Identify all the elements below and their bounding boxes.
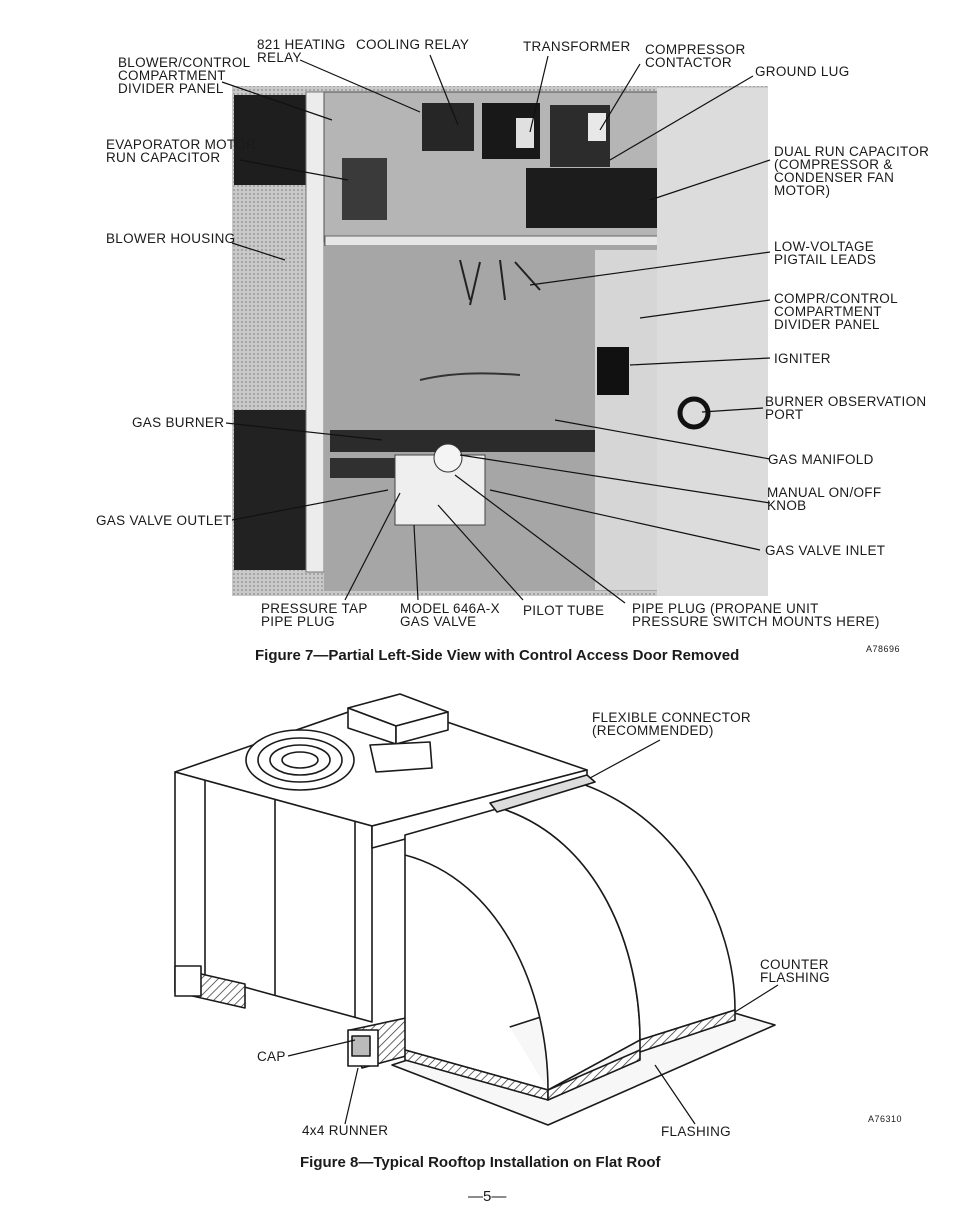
label-gas-valve-outlet: GAS VALVE OUTLET — [96, 513, 232, 528]
figure-7-code: A78696 — [866, 644, 901, 654]
figure-8-caption: Figure 8—Typical Rooftop Installation on… — [300, 1154, 661, 1171]
label-runner: 4x4 RUNNER — [302, 1123, 389, 1138]
label-blower-control-divider: BLOWER/CONTROL COMPARTMENT DIVIDER PANEL — [118, 55, 251, 96]
label-gas-burner: GAS BURNER — [132, 415, 225, 430]
page-number: —5— — [468, 1188, 507, 1205]
label-blower-housing: BLOWER HOUSING — [106, 231, 236, 246]
label-pilot-tube: PILOT TUBE — [523, 603, 605, 618]
label-cooling-relay: COOLING RELAY — [356, 37, 470, 52]
label-pipe-plug: PIPE PLUG (PROPANE UNIT PRESSURE SWITCH … — [632, 601, 880, 629]
figure-7-caption: Figure 7—Partial Left-Side View with Con… — [255, 647, 740, 664]
label-igniter: IGNITER — [774, 351, 831, 366]
label-cap: CAP — [257, 1049, 286, 1064]
label-transformer: TRANSFORMER — [523, 39, 631, 54]
figure-7-leader-lines — [221, 54, 771, 604]
label-gas-manifold: GAS MANIFOLD — [768, 452, 874, 467]
label-flashing: FLASHING — [661, 1124, 731, 1139]
control-compartment-photo — [232, 86, 768, 596]
label-model-gas-valve: MODEL 646A-X GAS VALVE — [400, 601, 500, 629]
label-compressor-contactor: COMPRESSOR CONTACTOR — [645, 42, 746, 70]
label-pressure-tap: PRESSURE TAP PIPE PLUG — [261, 601, 368, 629]
label-evap-motor-capacitor: EVAPORATOR MOTOR RUN CAPACITOR — [106, 137, 257, 165]
label-manual-knob: MANUAL ON/OFF KNOB — [767, 485, 882, 513]
label-gas-valve-inlet: GAS VALVE INLET — [765, 543, 886, 558]
label-flexible-connector: FLEXIBLE CONNECTOR (RECOMMENDED) — [592, 710, 751, 738]
label-heating-relay: 821 HEATING RELAY — [257, 37, 346, 65]
label-ground-lug: GROUND LUG — [755, 64, 850, 79]
figure-8-code: A76310 — [868, 1114, 903, 1124]
label-burner-observation-port: BURNER OBSERVATION PORT — [765, 394, 927, 422]
label-dual-run-capacitor: DUAL RUN CAPACITOR (COMPRESSOR & CONDENS… — [774, 144, 930, 198]
label-counter-flashing: COUNTER FLASHING — [760, 957, 830, 985]
label-low-voltage-leads: LOW-VOLTAGE PIGTAIL LEADS — [774, 239, 877, 267]
label-compr-control-divider: COMPR/CONTROL COMPARTMENT DIVIDER PANEL — [774, 291, 898, 332]
